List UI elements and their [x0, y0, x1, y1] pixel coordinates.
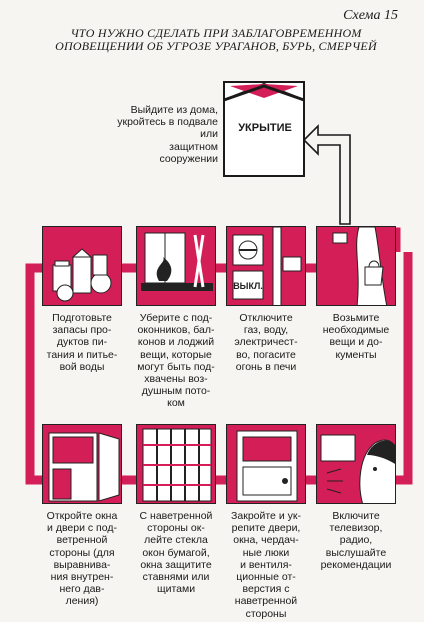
caption-line: оконников, бал-	[137, 324, 215, 337]
caption-line: Уберите с под-	[139, 312, 213, 324]
window-sill-icon	[141, 232, 213, 291]
open-door-tile	[42, 424, 122, 504]
page-title: ЧТО НУЖНО СДЕЛАТЬ ПРИ ЗАБЛАГОВРЕМЕННОМ О…	[26, 27, 406, 53]
caption-line: наветренной	[234, 595, 298, 608]
caption-line: вещи и до-	[329, 336, 383, 349]
step-caption: Откройте окна и двери с под- ветренной с…	[36, 510, 128, 608]
caption-line: ком	[167, 397, 185, 410]
title-line: ЧТО НУЖНО СДЕЛАТЬ ПРИ ЗАБЛАГОВРЕМЕННОМ	[70, 26, 362, 40]
open-door-icon	[48, 432, 120, 502]
caption-line: ветренной	[56, 534, 108, 547]
caption-line: Отключите	[239, 312, 293, 324]
caption-line: окон бумагой,	[142, 546, 210, 559]
window-sill-tile	[136, 226, 216, 306]
caption-line: стороны	[245, 607, 287, 620]
step-caption: Возьмите необходимые вещи и до- кументы	[310, 312, 402, 361]
caption-line: вещи, которые	[140, 348, 212, 361]
scheme-number: Схема 15	[343, 8, 398, 23]
caption-line: укройтесь в подвале или	[117, 116, 218, 141]
caption-line: и вентиля-	[240, 558, 292, 571]
caption-line: лейте стекла	[144, 534, 208, 547]
caption-line: ставнями или	[142, 571, 210, 584]
caption-line: газ, воду,	[243, 324, 289, 337]
caption-line: него дав-	[59, 583, 105, 596]
step-caption: Включите телевизор, радио, выслушайте ре…	[310, 510, 402, 571]
caption-line: окна, чердач-	[233, 534, 299, 547]
reinforced-door-icon	[236, 430, 298, 502]
utilities-switch-icon: ВЫКЛ.	[232, 227, 302, 305]
food-supplies-icon	[52, 248, 112, 302]
food-supplies-tile	[42, 226, 122, 306]
caption-line: телевизор,	[329, 522, 383, 535]
caption-line: Откройте окна	[46, 510, 118, 522]
caption-line: Включите	[332, 510, 380, 522]
caption-line: дуктов пи-	[56, 336, 108, 349]
caption-line: запасы про-	[52, 324, 112, 337]
caption-line: ния внутрен-	[50, 571, 114, 584]
caption-line: защитном сооружении	[159, 140, 218, 165]
tv-listen-icon	[320, 434, 395, 503]
documents-bag-icon	[332, 227, 388, 305]
taped-window-icon	[142, 428, 212, 502]
caption-line: ные люки	[242, 546, 290, 559]
utilities-switch-tile: ВЫКЛ.	[226, 226, 306, 306]
step-caption: Отключите газ, воду, электричест- во, по…	[220, 312, 312, 373]
step-caption: Уберите с под- оконников, бал- конов и л…	[130, 312, 222, 410]
caption-line: необходимые	[322, 324, 390, 337]
caption-line: окна защитите	[140, 558, 212, 571]
caption-line: электричест-	[234, 336, 298, 349]
caption-line: конов и лоджий	[137, 336, 215, 349]
step-caption: Закройте и ук- репите двери, окна, черда…	[220, 510, 312, 620]
caption-line: Выйдите из дома,	[130, 104, 218, 116]
caption-line: кументы	[335, 348, 377, 361]
shelter-caption: Выйдите из дома, укройтесь в подвале или…	[108, 104, 218, 165]
title-line: ОПОВЕЩЕНИИ ОБ УГРОЗЕ УРАГАНОВ, БУРЬ, СМЕ…	[55, 39, 377, 53]
caption-line: верстия с	[242, 583, 290, 596]
caption-line: душным пото-	[141, 385, 211, 398]
reinforced-door-tile	[226, 424, 306, 504]
caption-line: выравнива-	[53, 558, 111, 571]
caption-line: С наветренной	[139, 510, 213, 522]
caption-line: выслушайте	[325, 546, 387, 559]
caption-line: тания и питье-	[46, 348, 118, 361]
tv-listen-tile	[316, 424, 396, 504]
caption-line: ления)	[65, 595, 99, 608]
switch-off-label: ВЫКЛ.	[233, 281, 263, 291]
caption-line: Подготовьте	[52, 312, 112, 324]
caption-line: могут быть под-	[137, 360, 215, 373]
caption-line: во, погасите	[236, 348, 296, 361]
step-caption: Подготовьте запасы про- дуктов пи- тания…	[36, 312, 128, 373]
documents-bag-tile	[316, 226, 396, 306]
caption-line: хвачены воз-	[144, 373, 208, 386]
step-caption: С наветренной стороны ок- лейте стекла о…	[130, 510, 222, 595]
caption-line: радио,	[339, 534, 373, 547]
caption-line: вой воды	[59, 360, 105, 373]
caption-line: стороны ок-	[147, 522, 205, 535]
caption-line: стороны (для	[49, 546, 115, 559]
shelter-label: УКРЫТИЕ	[238, 122, 292, 134]
caption-line: Закройте и ук-	[231, 510, 301, 522]
arrow-to-shelter	[302, 124, 351, 225]
caption-line: репите двери,	[231, 522, 301, 535]
caption-line: и двери с под-	[47, 522, 117, 535]
caption-line: рекомендации	[320, 558, 392, 571]
caption-line: щитами	[156, 583, 196, 596]
caption-line: огонь в печи	[235, 360, 297, 373]
caption-line: Возьмите	[332, 312, 380, 324]
taped-window-tile	[136, 424, 216, 504]
caption-line: ционные от-	[236, 571, 296, 584]
